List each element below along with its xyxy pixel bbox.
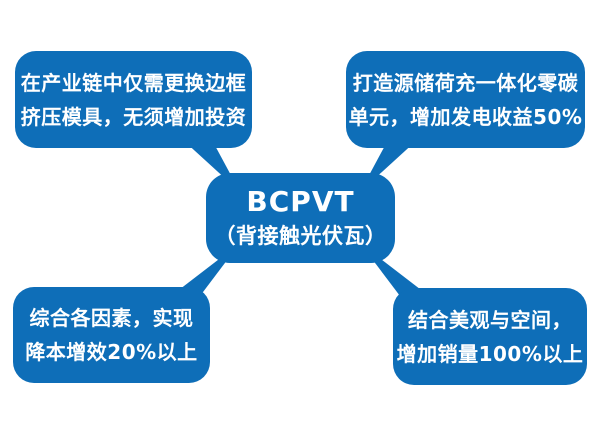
node-bottom-left-line1: 综合各因素，实现	[29, 306, 194, 330]
node-top-left: 在产业链中仅需更换边框 挤压模具，无须增加投资	[15, 51, 252, 148]
node-top-left-line1: 在产业链中仅需更换边框	[20, 70, 247, 95]
node-bottom-left: 综合各因素，实现 降本增效20%以上	[13, 287, 210, 383]
node-bottom-right: 结合美观与空间， 增加销量100%以上	[393, 288, 587, 385]
node-bottom-right-line2: 增加销量100%以上	[396, 341, 584, 366]
node-bottom-right-line1: 结合美观与空间，	[408, 307, 572, 332]
node-top-right: 打造源储荷充一体化零碳 单元，增加发电收益50%	[346, 51, 585, 148]
node-center: BCPVT （背接触光伏瓦）	[206, 173, 395, 263]
center-title: BCPVT	[246, 184, 355, 218]
center-subtitle: （背接触光伏瓦）	[214, 223, 387, 248]
node-top-left-line2: 挤压模具，无须增加投资	[20, 104, 247, 129]
node-top-right-line2: 单元，增加发电收益50%	[348, 104, 583, 129]
node-top-right-line1: 打造源储荷充一体化零碳	[352, 70, 579, 95]
node-bottom-left-line2: 降本增效20%以上	[25, 340, 198, 364]
